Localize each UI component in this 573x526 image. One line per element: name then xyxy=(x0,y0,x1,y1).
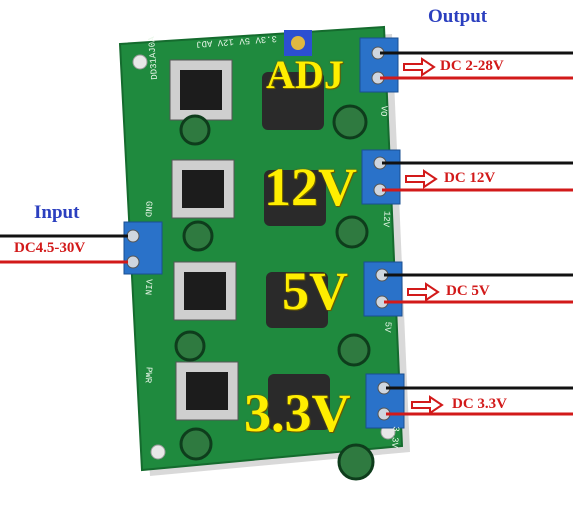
silk-vo: VO xyxy=(378,105,389,117)
regulator-body xyxy=(186,372,228,410)
module-5v xyxy=(173,261,371,367)
output-range-5v: DC 5V xyxy=(446,283,490,299)
module-3v3 xyxy=(175,361,375,481)
regulator-body xyxy=(180,70,222,110)
output-terminal-12v xyxy=(361,149,573,205)
arrow-right-icon xyxy=(411,395,444,415)
capacitor xyxy=(179,114,211,146)
capacitor xyxy=(337,443,375,481)
mount-hole xyxy=(150,444,166,460)
inductor xyxy=(268,374,330,430)
inductor xyxy=(266,272,328,328)
capacitor xyxy=(337,333,371,367)
silk-vin: VIN xyxy=(142,278,154,296)
terminal-screw xyxy=(126,229,140,243)
arrow-right-icon xyxy=(405,169,438,189)
output-header: Output xyxy=(428,6,488,27)
arrow-right-icon xyxy=(403,57,436,77)
module-adj xyxy=(169,30,368,146)
output-range-12v: DC 12V xyxy=(444,170,496,186)
output-range-adj: DC 2-28V xyxy=(440,58,504,74)
inductor xyxy=(262,72,324,130)
capacitor xyxy=(174,330,206,362)
mount-hole xyxy=(132,54,148,70)
silk-3v3: 3.3V xyxy=(389,425,401,449)
terminal-screw xyxy=(126,255,140,269)
silk-5v: 5V xyxy=(382,321,393,333)
arrow-right-icon xyxy=(407,282,440,302)
silk-12v: 12V xyxy=(380,210,392,228)
voltage-label-5v: 5V xyxy=(282,261,348,321)
silk-gnd: GND xyxy=(142,200,154,218)
capacitor xyxy=(332,104,368,140)
output-terminal-5v xyxy=(363,261,573,317)
output-terminal-adj xyxy=(359,37,573,93)
voltage-label-12v: 12V xyxy=(264,157,357,217)
voltage-label-3v3: 3.3V xyxy=(244,383,351,443)
trimmer-screw xyxy=(291,36,305,50)
module-12v xyxy=(171,159,369,252)
capacitor xyxy=(335,215,369,249)
output-range-3v3: DC 3.3V xyxy=(452,396,507,412)
input-range: DC4.5-30V xyxy=(14,240,86,256)
capacitor xyxy=(179,427,213,461)
output-terminal-3v3 xyxy=(365,373,573,429)
regulator-body xyxy=(182,170,224,208)
input-header: Input xyxy=(34,202,80,223)
arrow-icons xyxy=(403,57,444,415)
regulator-body xyxy=(184,272,226,310)
inductor xyxy=(264,170,326,226)
voltage-label-adj: ADJ xyxy=(266,52,344,97)
capacitor xyxy=(182,220,214,252)
silk-pwr: PWR xyxy=(142,366,154,384)
